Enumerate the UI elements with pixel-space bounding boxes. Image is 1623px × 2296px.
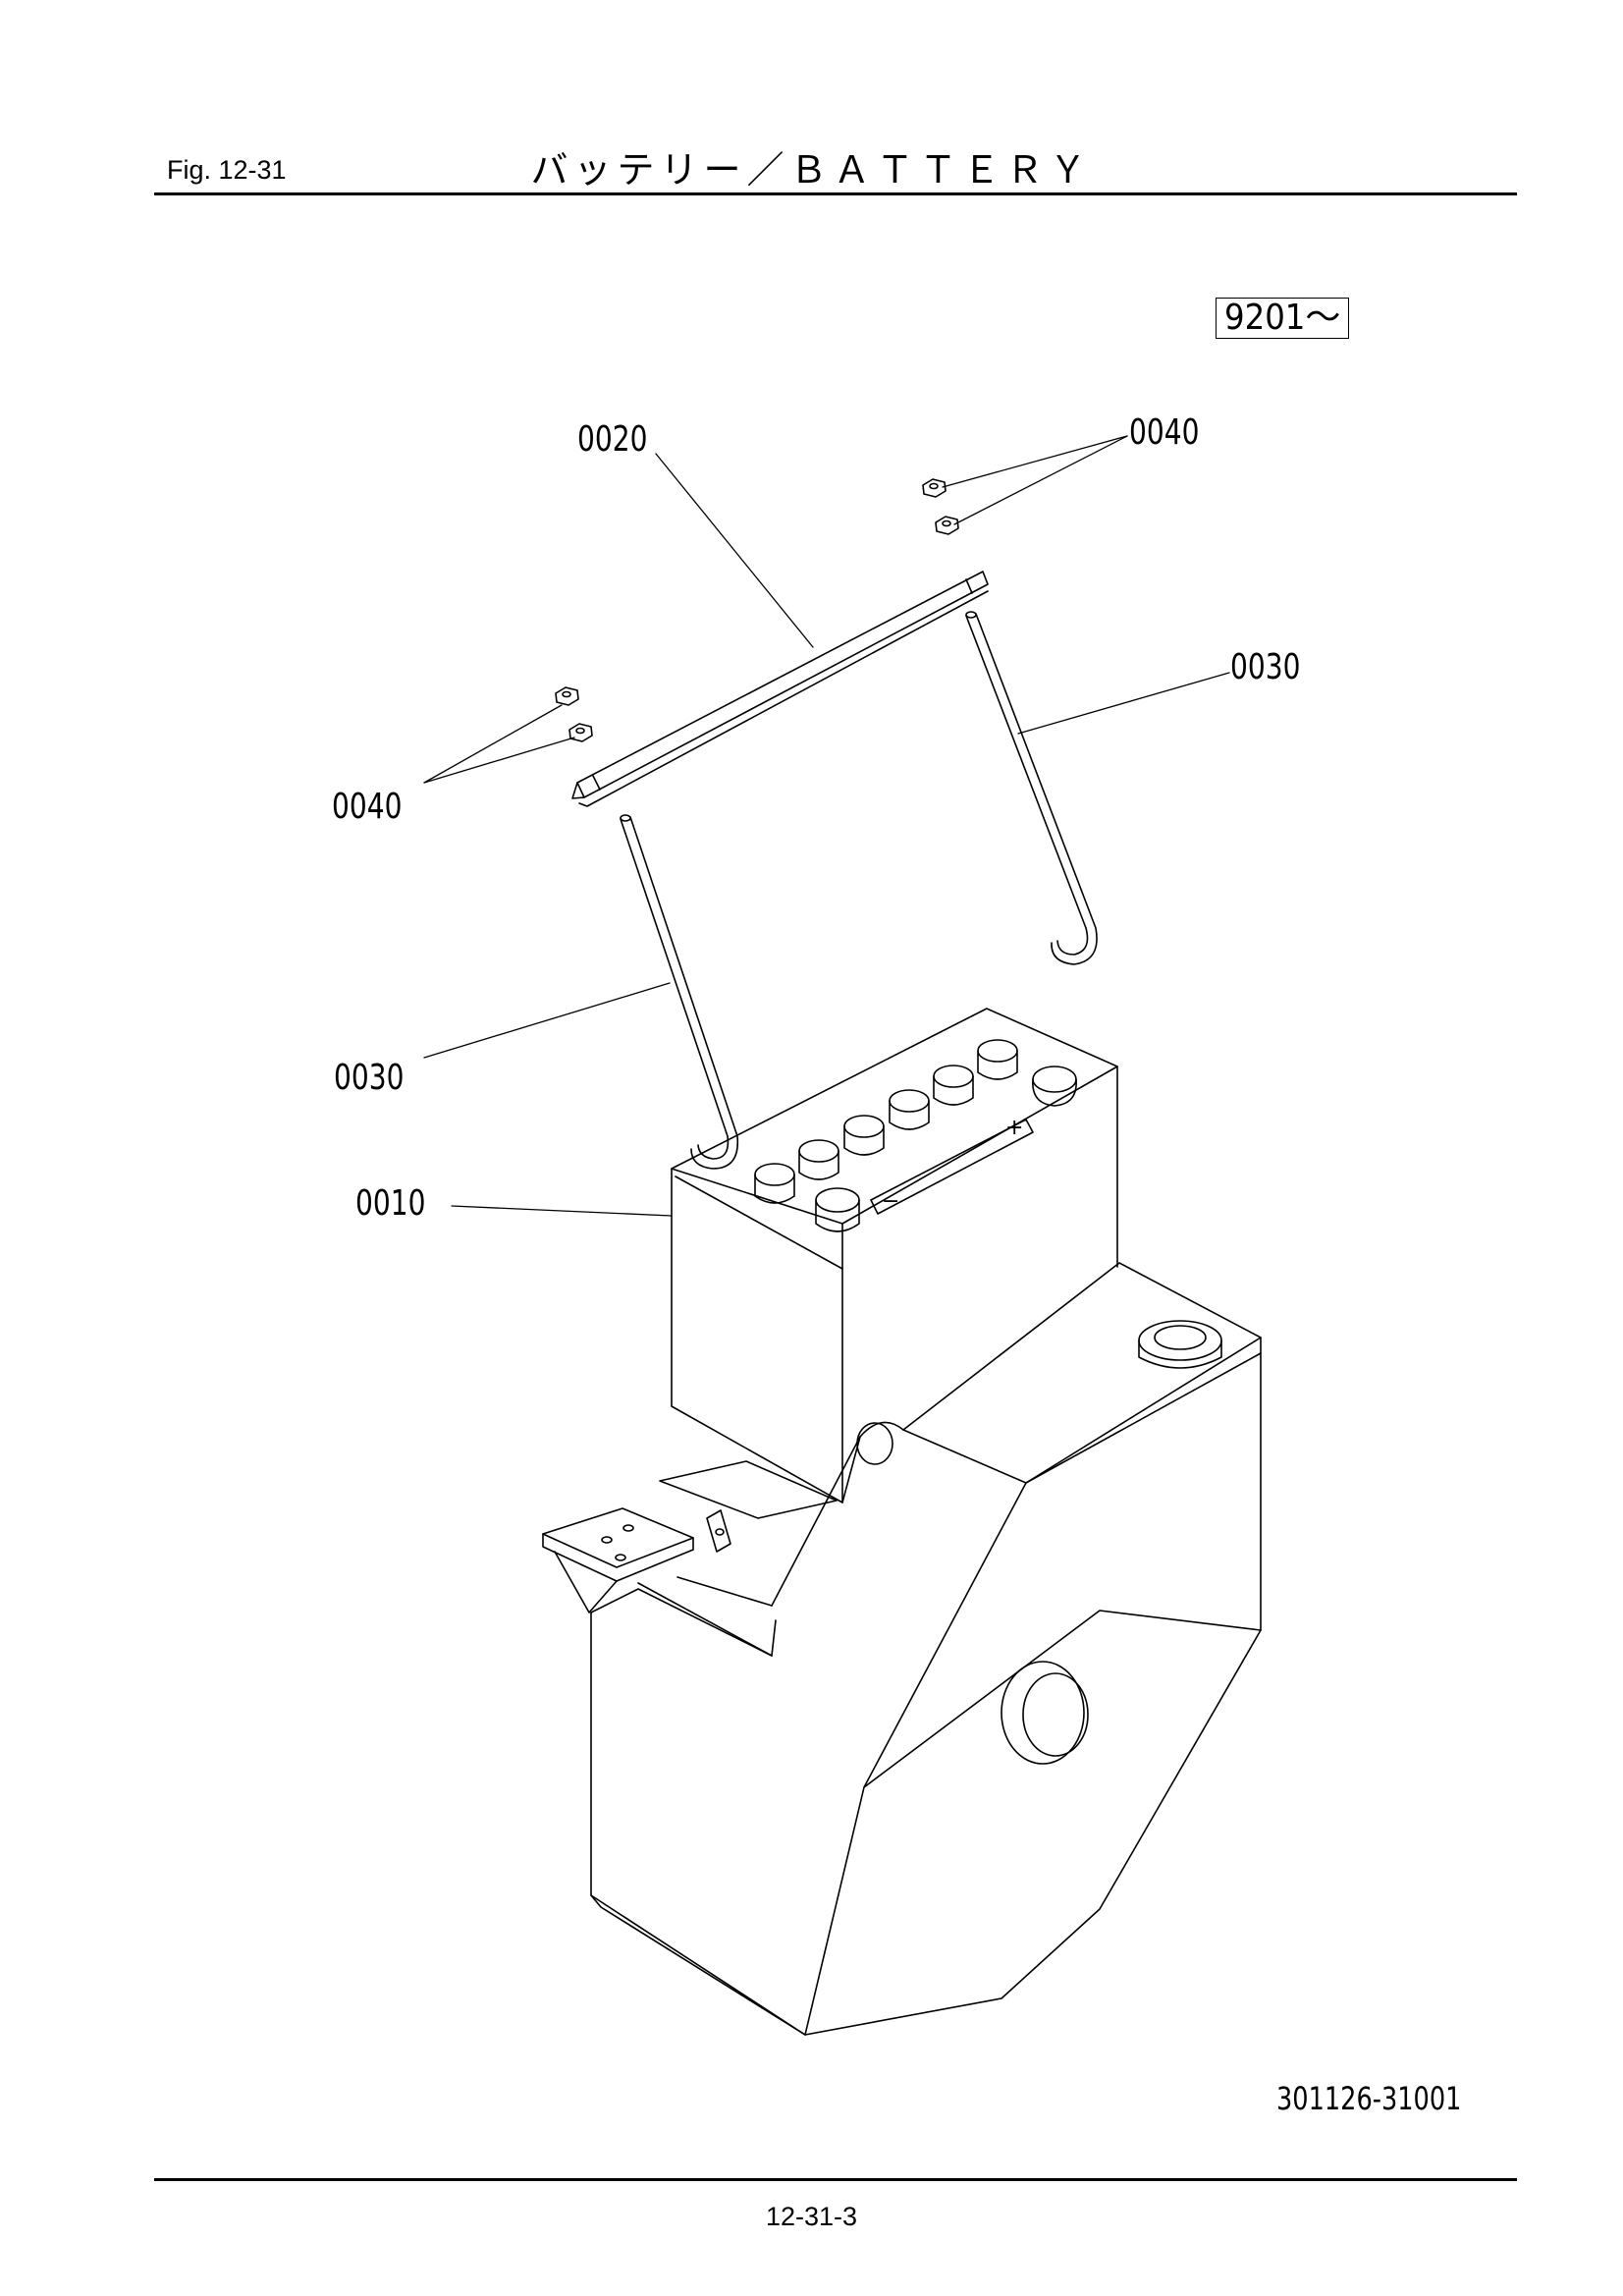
hex-nut-icon xyxy=(556,687,578,705)
callout-0020: 0020 xyxy=(577,419,648,460)
callout-0010: 0010 xyxy=(355,1183,426,1224)
serial-range-box: 9201～ xyxy=(1216,298,1350,339)
leader-0030-right xyxy=(1018,673,1229,734)
plus-mark: + xyxy=(1005,1116,1023,1140)
cell-cap-icon xyxy=(890,1090,929,1129)
filler-cap-icon xyxy=(1139,1321,1221,1368)
cell-cap-icon xyxy=(934,1066,973,1105)
leader-0040-right-b xyxy=(954,436,1127,524)
drain-plug-icon xyxy=(1001,1662,1088,1764)
j-bolt-right xyxy=(966,612,1097,964)
cell-cap-icon xyxy=(816,1188,859,1231)
hex-nut-icon xyxy=(923,479,946,497)
battery xyxy=(672,1009,1117,1503)
leader-lines xyxy=(424,436,1229,1216)
cell-cap-icon xyxy=(799,1140,839,1179)
hex-nut-icon xyxy=(569,724,592,741)
battery-housing xyxy=(543,1263,1261,2035)
callout-0030-right: 0030 xyxy=(1230,647,1301,687)
terminal-post-icon xyxy=(1033,1066,1076,1106)
leader-0040-left-a xyxy=(424,705,562,783)
callout-0030-left: 0030 xyxy=(334,1058,405,1098)
pivot-boss-icon xyxy=(857,1423,893,1464)
hold-down-bar xyxy=(572,572,988,806)
cell-cap-icon xyxy=(978,1040,1017,1079)
mounting-bracket xyxy=(543,1461,837,1656)
hex-nut-icon xyxy=(936,517,958,534)
leader-0030-left xyxy=(424,983,670,1058)
page-number: 12-31-3 xyxy=(765,2202,858,2231)
leader-0020 xyxy=(656,454,813,647)
drawing-number: 301126-31001 xyxy=(1276,2080,1462,2117)
footer-rule xyxy=(154,2178,1517,2181)
leader-0010 xyxy=(452,1206,672,1216)
leader-0040-left-b xyxy=(424,738,574,783)
j-bolt-left xyxy=(621,815,737,1169)
figure-label: Fig. 12-31 xyxy=(167,155,287,185)
cell-cap-icon xyxy=(755,1164,794,1203)
leader-0040-right-a xyxy=(943,436,1127,487)
callout-0040-left: 0040 xyxy=(332,787,403,827)
minus-mark: − xyxy=(882,1189,899,1214)
cell-cap-icon xyxy=(844,1116,884,1155)
header-rule xyxy=(154,192,1517,195)
callout-0040-right: 0040 xyxy=(1129,412,1200,453)
page-title: バッテリー／ＢＡＴＴＥＲＹ xyxy=(530,148,1093,191)
